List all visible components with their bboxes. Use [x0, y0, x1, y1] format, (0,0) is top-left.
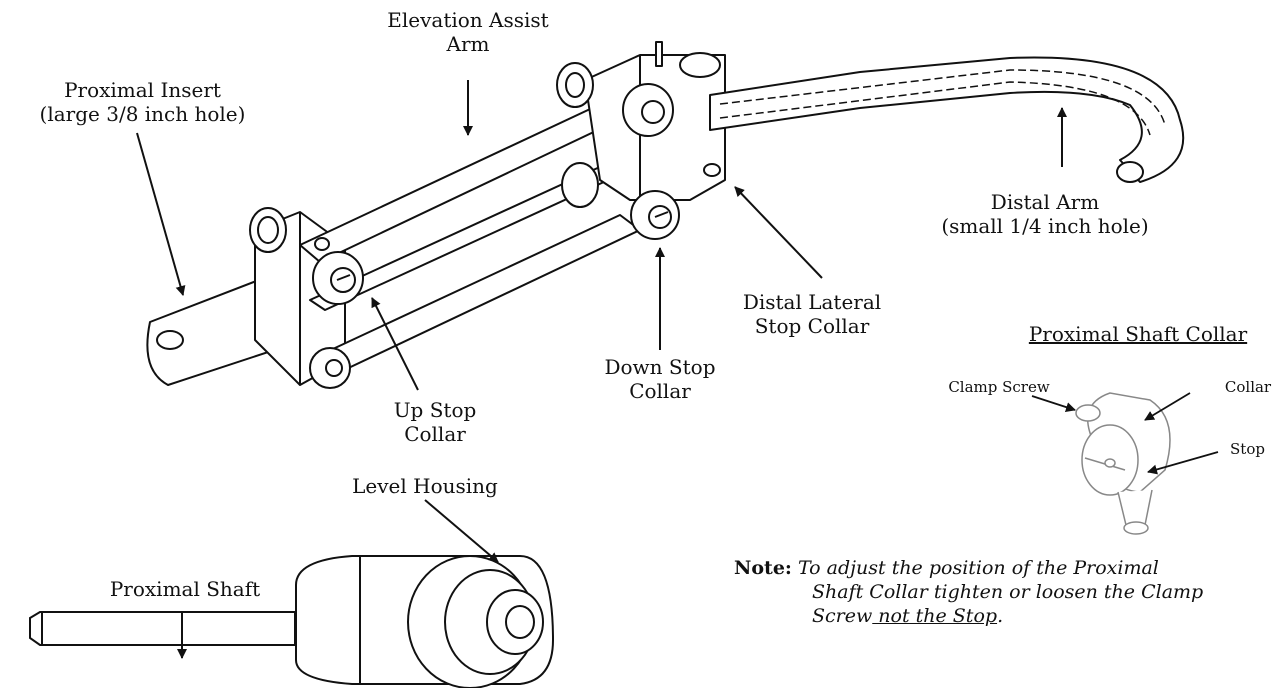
label-line: Elevation Assist — [387, 8, 549, 32]
label-line: Collar — [629, 379, 691, 403]
note-line-3: Screw not the Stop. — [734, 604, 1203, 628]
arrow-clamp-screw — [1031, 395, 1076, 412]
arm-assembly-drawing — [146, 41, 1185, 389]
label-line: (large 3/8 inch hole) — [39, 102, 246, 126]
arrow-distal-lateral-stop-collar — [734, 186, 823, 279]
label-line: Collar — [404, 422, 466, 446]
arrow-up-stop-collar — [371, 297, 419, 391]
label-distal-arm: Distal Arm (small 1/4 inch hole) — [895, 190, 1195, 238]
arrow-collar — [1144, 392, 1191, 421]
label-level-housing: Level Housing — [320, 474, 530, 498]
label-line: Distal Lateral — [742, 290, 882, 314]
label-up-stop-collar: Up Stop Collar — [365, 398, 505, 446]
label-line: Up Stop — [393, 398, 477, 422]
leader-arrows — [136, 80, 1219, 659]
note-text-1: To adjust the position of the Proximal — [797, 557, 1159, 579]
label-line: Stop — [1230, 440, 1265, 458]
label-line: Down Stop — [604, 355, 716, 379]
label-proximal-shaft: Proximal Shaft — [80, 577, 290, 601]
label-line: Proximal Shaft — [109, 577, 261, 601]
label-line: Collar — [1224, 378, 1272, 396]
label-collar: Collar — [1218, 378, 1278, 396]
note-keyword: Note: — [734, 557, 792, 579]
label-line: Proximal Shaft Collar — [1028, 322, 1248, 346]
label-stop: Stop — [1220, 440, 1275, 458]
label-line: Stop Collar — [754, 314, 870, 338]
label-line: Clamp Screw — [948, 378, 1050, 396]
label-line: Distal Arm — [990, 190, 1100, 214]
arrow-stop — [1147, 451, 1219, 475]
arrow-proximal-insert — [136, 132, 186, 296]
label-line: Proximal Insert — [64, 78, 221, 102]
note-text-3c: . — [997, 605, 1004, 627]
label-clamp-screw: Clamp Screw — [944, 378, 1054, 396]
note-text-3a: Screw — [812, 605, 873, 627]
arrow-level-housing — [424, 499, 499, 563]
label-line: Arm — [446, 32, 490, 56]
note-text-3b: not the Stop — [872, 605, 998, 627]
adjustment-note: Note: To adjust the position of the Prox… — [734, 556, 1203, 628]
note-line-1: Note: To adjust the position of the Prox… — [734, 556, 1203, 580]
label-proximal-insert: Proximal Insert (large 3/8 inch hole) — [0, 78, 285, 126]
label-down-stop-collar: Down Stop Collar — [575, 355, 745, 403]
proximal-shaft-drawing — [29, 555, 555, 688]
label-elevation-assist-arm: Elevation Assist Arm — [358, 8, 578, 56]
label-proximal-shaft-collar-title: Proximal Shaft Collar — [1008, 322, 1268, 346]
note-line-2: Shaft Collar tighten or loosen the Clamp — [812, 581, 1204, 603]
label-line: (small 1/4 inch hole) — [941, 214, 1149, 238]
label-line: Level Housing — [352, 474, 498, 498]
label-distal-lateral-stop-collar: Distal Lateral Stop Collar — [712, 290, 912, 338]
